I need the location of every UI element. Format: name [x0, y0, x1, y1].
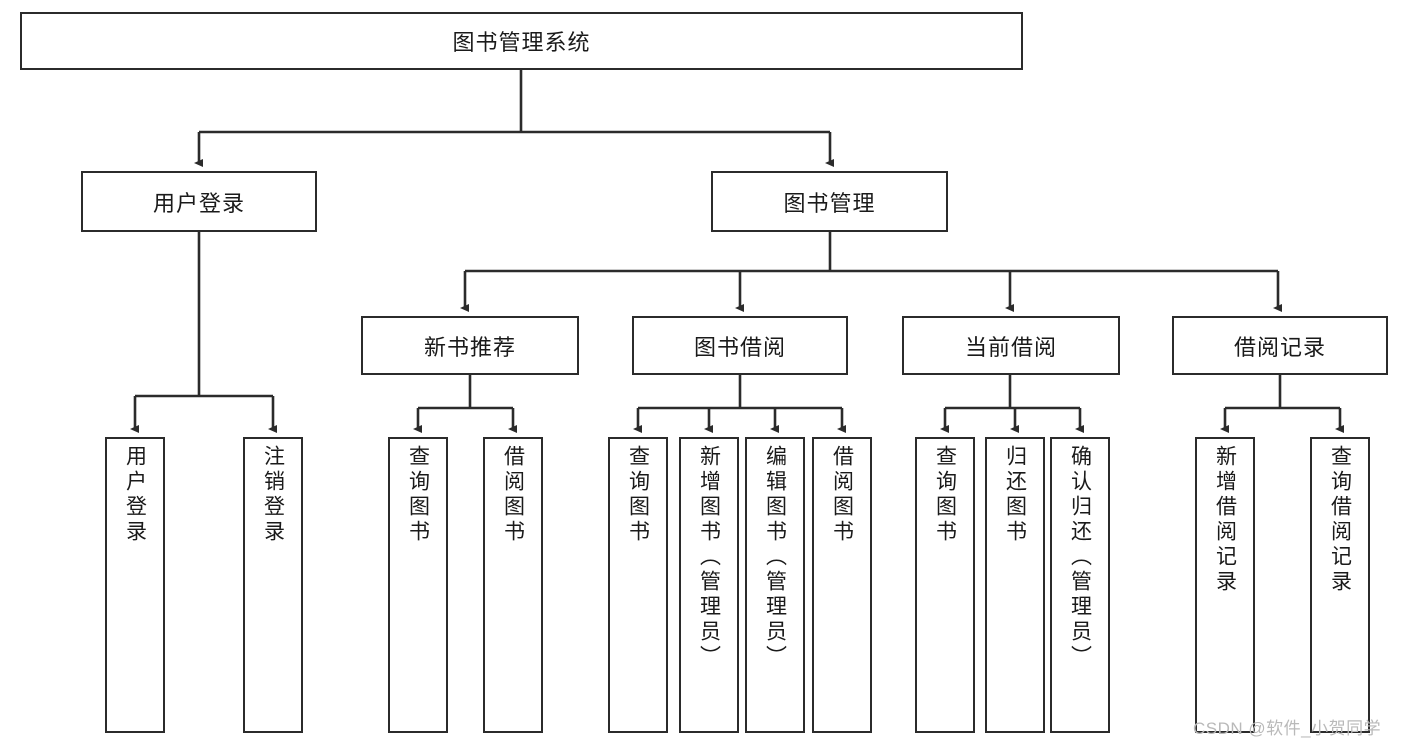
node-label: 图书管理	[783, 190, 876, 216]
node-book-borrow[interactable]: 图书借阅	[632, 316, 848, 375]
node-leaf-user-logout[interactable]: 注销登录	[243, 437, 303, 733]
node-label: 图书管理系统	[452, 30, 591, 55]
node-label: 编辑图书（管理员）	[763, 445, 787, 670]
node-label: 借阅图书	[830, 445, 854, 545]
node-label: 当前借阅	[964, 334, 1057, 360]
node-root-图书管理系统[interactable]: 图书管理系统	[20, 12, 1023, 70]
node-leaf-query-book-1[interactable]: 查询图书	[388, 437, 448, 733]
node-new-book-recommend[interactable]: 新书推荐	[361, 316, 579, 375]
node-borrow-record[interactable]: 借阅记录	[1172, 316, 1388, 375]
node-label: 借阅图书	[501, 445, 525, 545]
node-label: 确认归还（管理员）	[1068, 445, 1092, 670]
node-leaf-borrow-book-2[interactable]: 借阅图书	[812, 437, 872, 733]
node-leaf-return-book[interactable]: 归还图书	[985, 437, 1045, 733]
node-leaf-query-book-3[interactable]: 查询图书	[915, 437, 975, 733]
node-label: 查询图书	[406, 445, 430, 545]
node-book-manage[interactable]: 图书管理	[711, 171, 948, 232]
node-leaf-borrow-book-1[interactable]: 借阅图书	[483, 437, 543, 733]
node-leaf-edit-book-admin[interactable]: 编辑图书（管理员）	[745, 437, 805, 733]
node-label: 查询图书	[626, 445, 650, 545]
node-label: 借阅记录	[1233, 334, 1326, 360]
node-label: 用户登录	[123, 445, 147, 545]
node-label: 查询借阅记录	[1328, 445, 1352, 595]
node-leaf-user-login[interactable]: 用户登录	[105, 437, 165, 733]
node-leaf-query-borrow-record[interactable]: 查询借阅记录	[1310, 437, 1370, 733]
node-leaf-add-borrow-record[interactable]: 新增借阅记录	[1195, 437, 1255, 733]
node-leaf-confirm-return-admin[interactable]: 确认归还（管理员）	[1050, 437, 1110, 733]
node-label: 新增图书（管理员）	[697, 445, 721, 670]
watermark-csdn: CSDN @软件_小贺同学	[1193, 719, 1382, 738]
node-user-login[interactable]: 用户登录	[81, 171, 317, 232]
node-leaf-add-book-admin[interactable]: 新增图书（管理员）	[679, 437, 739, 733]
node-label: 新书推荐	[423, 334, 516, 360]
node-label: 图书借阅	[693, 334, 786, 360]
node-label: 查询图书	[933, 445, 957, 545]
node-label: 归还图书	[1003, 445, 1027, 545]
node-label: 注销登录	[261, 445, 285, 545]
node-current-borrow[interactable]: 当前借阅	[902, 316, 1120, 375]
node-label: 用户登录	[152, 190, 245, 216]
node-leaf-query-book-2[interactable]: 查询图书	[608, 437, 668, 733]
node-label: 新增借阅记录	[1213, 445, 1237, 595]
